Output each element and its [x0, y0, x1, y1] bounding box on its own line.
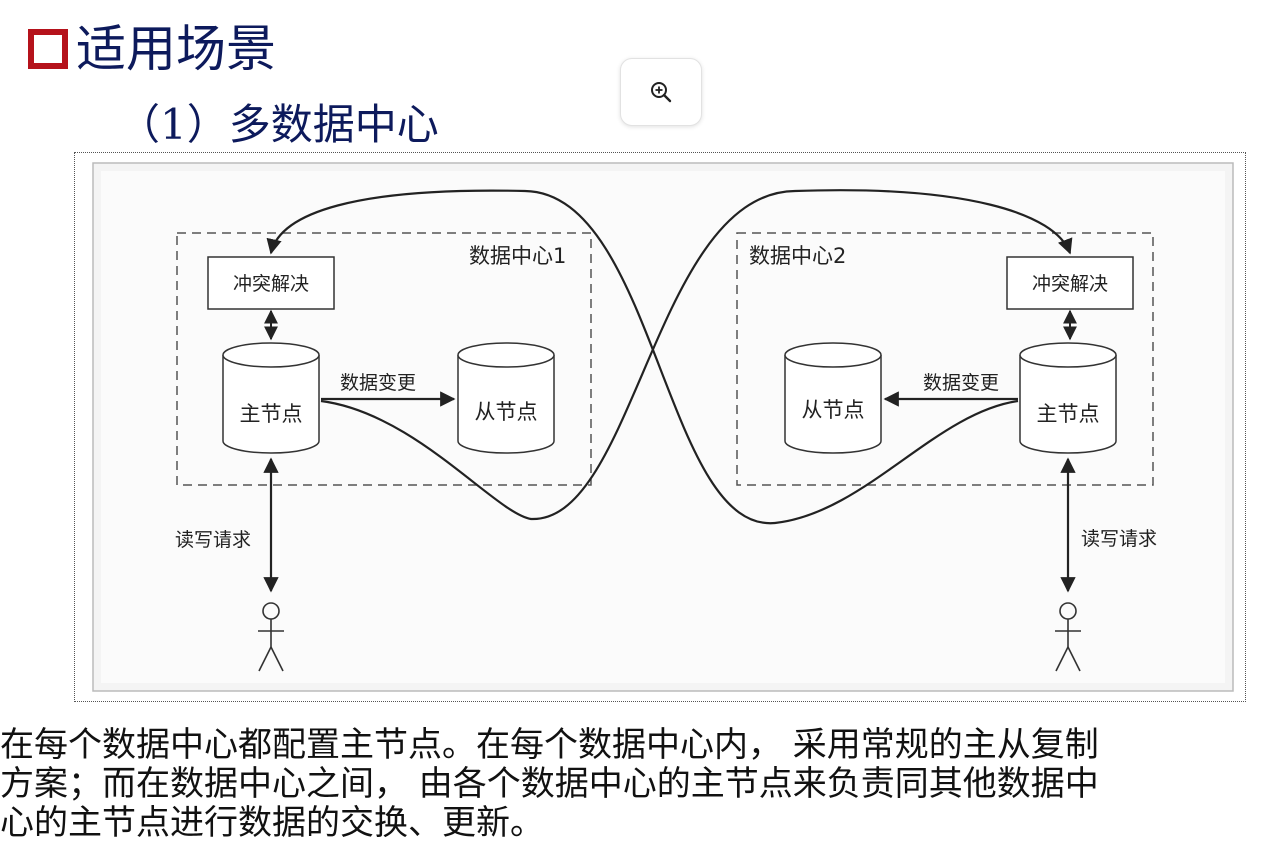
replica-node-1 [457, 342, 555, 454]
user-icon-2 [1055, 602, 1081, 672]
replication-curve-2-to-1 [266, 189, 1019, 525]
master-label-2: 主节点 [1037, 402, 1100, 426]
user-icon-1 [258, 602, 284, 672]
datacenter-2-label: 数据中心2 [749, 244, 846, 268]
replica-label-2: 从节点 [802, 398, 865, 422]
conflict-box-1 [207, 256, 335, 310]
request-label-2: 读写请求 [1081, 528, 1157, 550]
conflict-label-1: 冲突解决 [233, 273, 309, 295]
zoom-in-icon [651, 82, 672, 103]
conflict-label-2: 冲突解决 [1032, 273, 1108, 295]
zoom-button[interactable] [620, 58, 702, 126]
master-node-2 [1019, 342, 1117, 454]
slide-subtitle: （1）多数据中心 [118, 100, 439, 149]
conflict-box-2 [1006, 256, 1134, 310]
datacenter-2-box [736, 232, 1154, 486]
body-line-1: 在每个数据中心都配置主节点。在每个数据中心内， 采用常规的主从复制 [0, 725, 1099, 765]
master-label-1: 主节点 [240, 402, 303, 426]
request-label-1: 读写请求 [175, 529, 251, 551]
datacenter-1-box [176, 232, 592, 486]
red-square-bullet-icon [28, 29, 68, 69]
diagram-figure: 数据中心1 数据中心2 冲突解决 冲突解决 主节点 从节点 从节点 主 [74, 152, 1246, 702]
multi-datacenter-diagram: 数据中心1 数据中心2 冲突解决 冲突解决 主节点 从节点 从节点 主 [92, 162, 1234, 692]
replica-label-1: 从节点 [475, 400, 538, 424]
master-node-1 [222, 342, 320, 454]
data-change-label-2: 数据变更 [923, 372, 999, 394]
body-line-3: 心的主节点进行数据的交换、更新。 [0, 803, 544, 844]
replication-curve-1-to-2 [320, 189, 1073, 521]
data-change-label-1: 数据变更 [340, 372, 416, 394]
slide-heading: 适用场景 [28, 14, 276, 84]
datacenter-1-label: 数据中心1 [469, 244, 566, 268]
slide-title: 适用场景 [76, 20, 276, 78]
replica-node-2 [784, 342, 882, 454]
body-paragraph: 在每个数据中心都配置主节点。在每个数据中心内， 采用常规的主从复制 方案；而在数… [0, 725, 1263, 844]
body-line-2: 方案；而在数据中心之间， 由各个数据中心的主节点来负责同其他数据中 [0, 764, 1099, 805]
